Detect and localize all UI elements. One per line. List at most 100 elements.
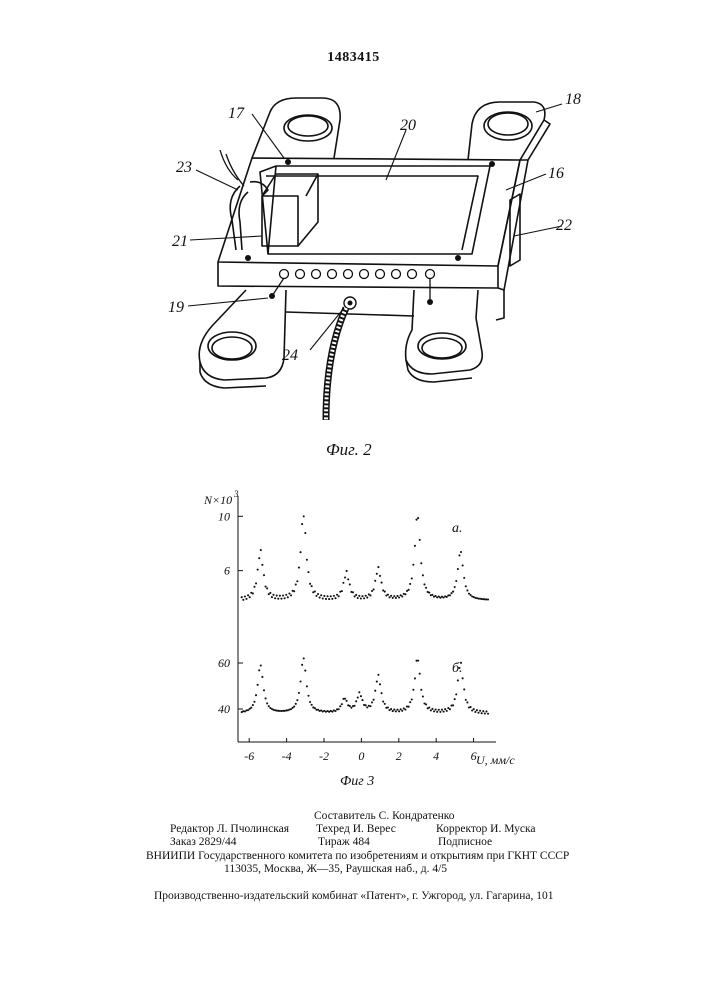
data-point	[314, 591, 316, 593]
data-point	[309, 583, 311, 585]
data-point	[301, 664, 303, 666]
data-point	[260, 549, 262, 551]
data-point	[258, 669, 260, 671]
x-tick-label: 0	[358, 749, 364, 763]
data-point	[398, 710, 400, 712]
data-point	[328, 598, 330, 600]
data-point	[366, 706, 368, 708]
data-point	[430, 709, 432, 711]
data-point	[303, 515, 305, 517]
figure-3-chart: N×10 3 U, мм/с Фиг 3 -6-4-20246106а.6040…	[0, 470, 707, 790]
figure-2-caption: Фиг. 2	[326, 440, 372, 459]
data-point	[265, 697, 267, 699]
data-point	[463, 577, 465, 579]
data-point	[354, 705, 356, 707]
y-tick-label: 40	[218, 702, 230, 716]
data-point	[396, 709, 398, 711]
imprint-corrector: Корректор И. Муска	[436, 823, 536, 836]
data-point	[373, 699, 375, 701]
data-point	[444, 708, 446, 710]
data-point	[412, 689, 414, 691]
data-point	[247, 594, 249, 596]
data-point	[471, 709, 473, 711]
data-point	[365, 595, 367, 597]
data-point	[439, 711, 441, 713]
data-point	[401, 595, 403, 597]
data-point	[319, 597, 321, 599]
data-point	[315, 595, 317, 597]
data-point	[314, 707, 316, 709]
data-point	[433, 710, 435, 712]
data-point	[476, 709, 478, 711]
imprint-org: ВНИИПИ Государственного комитета по изоб…	[146, 850, 569, 863]
y-axis-label: N×10	[203, 493, 232, 507]
imprint-compiler: Составитель С. Кондратенко	[314, 810, 455, 823]
data-point	[411, 698, 413, 700]
data-point	[261, 676, 263, 678]
label-20: 20	[400, 117, 416, 134]
data-point	[369, 705, 371, 707]
data-point	[290, 594, 292, 596]
data-point	[272, 594, 274, 596]
data-point	[242, 599, 244, 601]
data-point	[296, 699, 298, 701]
data-point	[373, 588, 375, 590]
data-point	[304, 532, 306, 534]
data-point	[252, 704, 254, 706]
data-point	[436, 711, 438, 713]
label-22: 22	[556, 217, 572, 234]
data-point	[350, 707, 352, 709]
data-point	[327, 595, 329, 597]
data-point	[338, 595, 340, 597]
data-point	[460, 662, 462, 664]
data-point	[255, 694, 257, 696]
data-point	[395, 710, 397, 712]
data-point	[419, 539, 421, 541]
data-point	[250, 707, 252, 709]
data-point	[330, 595, 332, 597]
data-point	[404, 709, 406, 711]
data-point	[455, 580, 457, 582]
data-point	[443, 711, 445, 713]
data-point	[276, 594, 278, 596]
data-point	[307, 695, 309, 697]
data-point	[473, 708, 475, 710]
imprint-subscription: Подписное	[438, 836, 492, 849]
data-point	[344, 698, 346, 700]
data-point	[468, 593, 470, 595]
imprint-block: Составитель С. Кондратенко Редактор Л. П…	[0, 810, 707, 910]
data-point	[377, 674, 379, 676]
data-point	[361, 699, 363, 701]
data-point	[358, 691, 360, 693]
data-point	[349, 705, 351, 707]
data-point	[342, 582, 344, 584]
data-point	[274, 597, 276, 599]
data-point	[333, 595, 335, 597]
data-point	[470, 706, 472, 708]
data-point	[398, 596, 400, 598]
data-point	[344, 576, 346, 578]
data-point	[423, 583, 425, 585]
data-point	[369, 594, 371, 596]
data-point	[360, 597, 362, 599]
data-point	[365, 704, 367, 706]
data-point	[266, 587, 268, 589]
data-point	[358, 595, 360, 597]
data-point	[420, 562, 422, 564]
data-point	[465, 699, 467, 701]
data-point	[295, 583, 297, 585]
data-point	[382, 701, 384, 703]
data-point	[438, 709, 440, 711]
data-point	[479, 710, 481, 712]
data-point	[384, 703, 386, 705]
data-point	[441, 709, 443, 711]
x-tick-label: -4	[282, 749, 292, 763]
data-point	[309, 701, 311, 703]
data-point	[446, 710, 448, 712]
data-point	[317, 593, 319, 595]
data-point	[357, 597, 359, 599]
x-tick-label: 2	[396, 749, 402, 763]
data-point	[417, 517, 419, 519]
data-point	[266, 702, 268, 704]
data-point	[376, 573, 378, 575]
